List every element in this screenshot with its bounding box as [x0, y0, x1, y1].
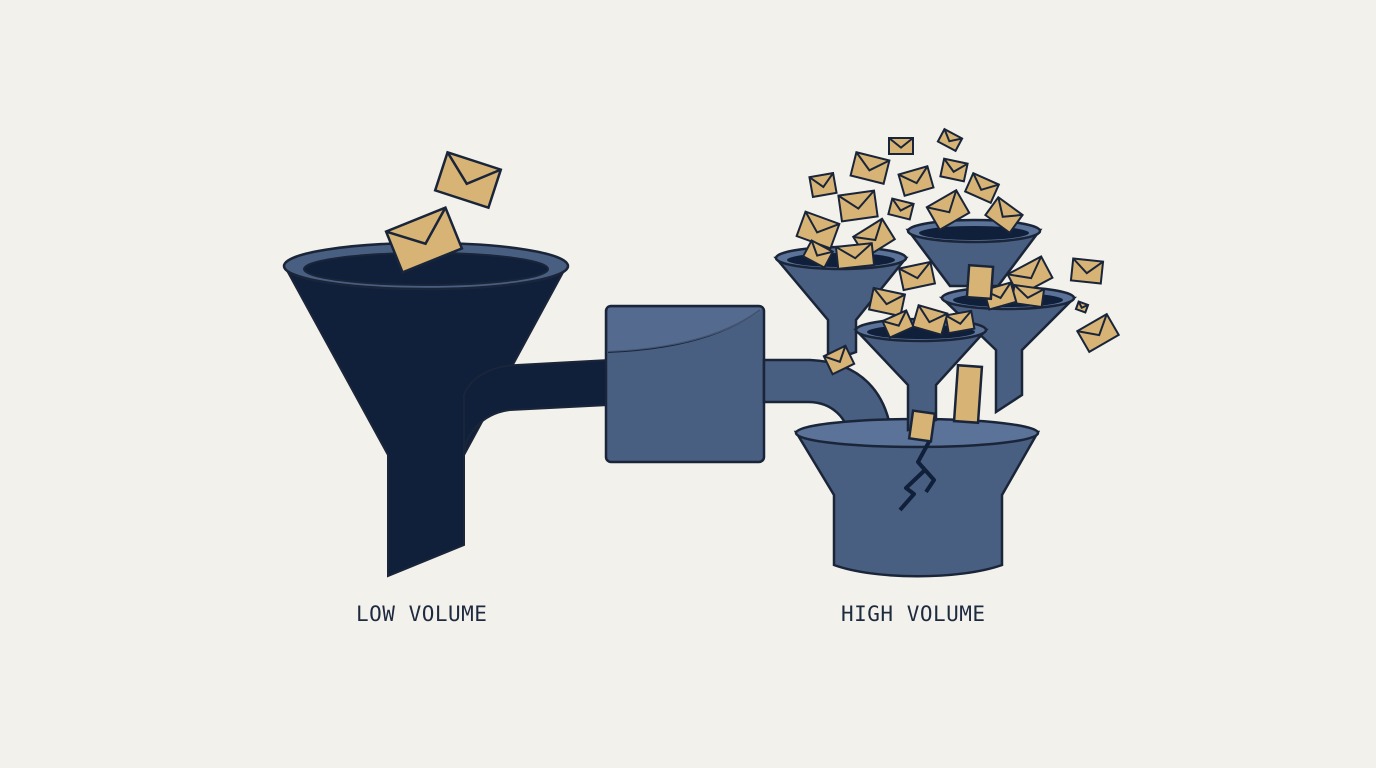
envelope-icon [897, 165, 935, 197]
envelope-icon [1074, 300, 1090, 314]
funnel-icon [282, 243, 569, 578]
envelope-icon [944, 309, 976, 335]
envelope-icon [1010, 283, 1046, 309]
envelope-icon [925, 188, 971, 232]
envelope-icon [897, 260, 937, 292]
envelope-icon [433, 150, 503, 210]
envelope-icon [939, 157, 969, 183]
high-volume-label: HIGH VOLUME [841, 602, 986, 626]
envelope-icon [867, 286, 907, 318]
envelope-swarm [795, 127, 1121, 376]
envelope-icon [888, 137, 914, 155]
connector-pipe-left [463, 358, 609, 456]
crack-icon [898, 439, 936, 512]
low-volume-funnel [282, 241, 570, 578]
envelope-icon [1075, 312, 1121, 354]
envelope-icon [887, 197, 915, 221]
envelope-icon [911, 304, 949, 336]
envelope-icon [881, 309, 915, 339]
processor-box [604, 304, 766, 464]
envelope-icon [963, 171, 1001, 205]
envelope-icon [849, 151, 891, 185]
envelope-icon [1069, 257, 1105, 285]
envelope-icon [834, 242, 876, 270]
envelope-icon [936, 127, 964, 153]
envelope-icon [952, 363, 984, 425]
low-volume-label: LOW VOLUME [356, 602, 488, 626]
envelope-icon [965, 263, 995, 301]
envelope-icon [907, 409, 937, 443]
envelope-icon [808, 171, 838, 199]
high-volume-collector [793, 417, 1041, 578]
envelope-icon [984, 195, 1024, 235]
envelope-icon [822, 344, 856, 376]
envelope-icon [384, 205, 464, 275]
envelope-icon [801, 239, 835, 269]
envelope-icon [837, 189, 879, 223]
